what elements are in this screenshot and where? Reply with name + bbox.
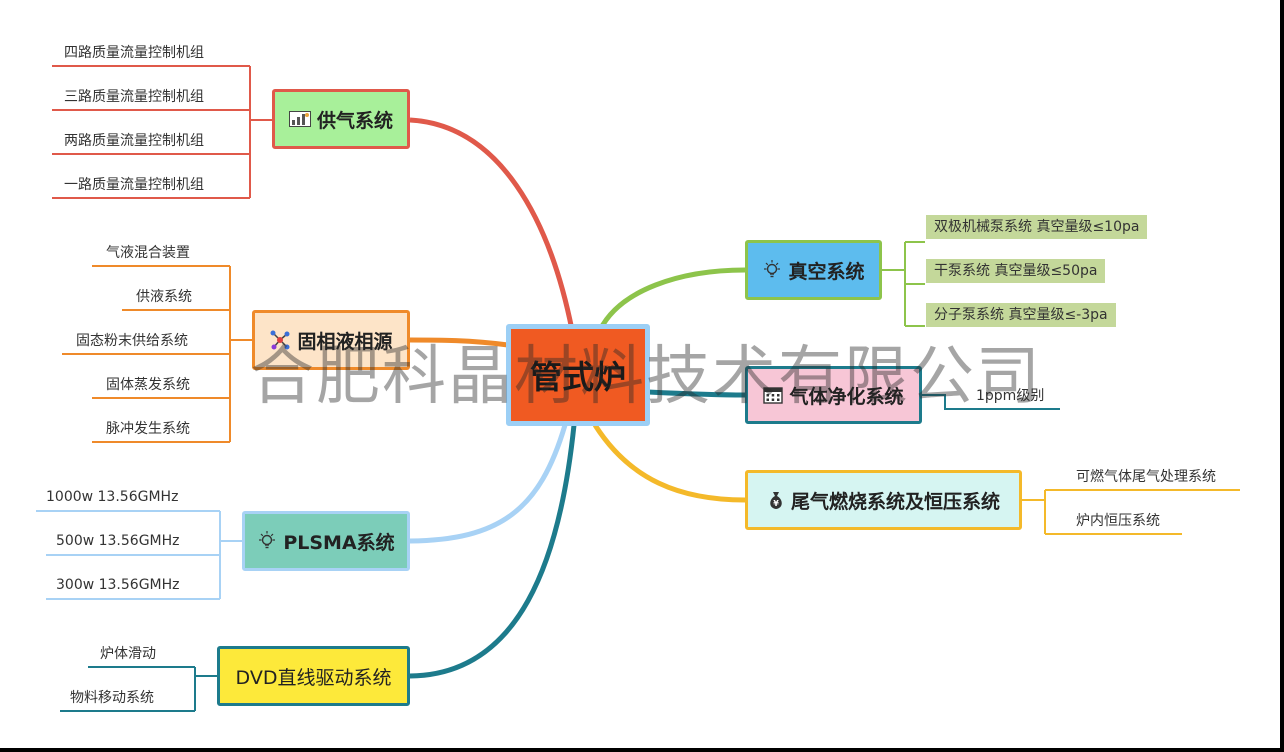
molecule-icon: [269, 330, 291, 350]
node-drive[interactable]: DVD直线驱动系统: [217, 646, 410, 706]
money-bag-icon: ¥: [767, 490, 785, 510]
leaf-plasma-1[interactable]: 1000w 13.56GMHz: [46, 489, 179, 505]
leaf-gas-supply-3[interactable]: 两路质量流量控制机组: [64, 133, 204, 149]
leaf-vacuum-2[interactable]: 干泵系统 真空量级≤50pa: [926, 259, 1106, 283]
node-plasma[interactable]: PLSMA系统: [242, 511, 410, 571]
leaf-solid-liquid-3[interactable]: 固态粉末供给系统: [76, 333, 188, 349]
node-drive-label: DVD直线驱动系统: [235, 666, 392, 689]
leaf-plasma-2[interactable]: 500w 13.56GMHz: [56, 533, 180, 549]
leaf-solid-liquid-2[interactable]: 供液系统: [136, 289, 192, 305]
svg-text:¥: ¥: [773, 499, 779, 508]
node-plasma-label: PLSMA系统: [283, 531, 395, 554]
node-vacuum-label: 真空系统: [788, 260, 865, 283]
center-node-label: 管式炉: [529, 358, 626, 396]
leaf-solid-liquid-1[interactable]: 气液混合装置: [106, 245, 190, 261]
lightbulb-icon: [762, 259, 782, 281]
node-gas-supply-label: 供气系统: [316, 109, 393, 132]
connector-gas-supply: [409, 117, 575, 331]
leaf-vacuum-1[interactable]: 双极机械泵系统 真空量级≤10pa: [926, 215, 1148, 239]
node-exhaust-label: 尾气燃烧系统及恒压系统: [790, 490, 1000, 513]
node-solid-liquid-label: 固相液相源: [297, 330, 393, 353]
connector-drive: [409, 424, 577, 679]
node-exhaust[interactable]: ¥ 尾气燃烧系统及恒压系统: [745, 470, 1022, 530]
node-purify[interactable]: 气体净化系统: [745, 366, 922, 424]
leaf-plasma-3[interactable]: 300w 13.56GMHz: [56, 577, 180, 593]
center-node[interactable]: 管式炉: [506, 324, 650, 426]
connector-plasma: [409, 424, 568, 544]
right-edge-bar: [1280, 0, 1284, 752]
node-gas-supply[interactable]: 供气系统: [272, 89, 410, 149]
leaf-gas-supply-1[interactable]: 四路质量流量控制机组: [64, 45, 204, 61]
calendar-icon: [763, 386, 784, 404]
chart-icon: [288, 111, 311, 127]
leaf-solid-liquid-5[interactable]: 脉冲发生系统: [106, 421, 190, 437]
bottom-edge-bar: [0, 748, 1284, 752]
leaf-drive-2[interactable]: 物料移动系统: [70, 690, 154, 706]
leaf-exhaust-2[interactable]: 炉内恒压系统: [1076, 513, 1160, 529]
leaf-vacuum-3[interactable]: 分子泵系统 真空量级≤-3pa: [926, 303, 1116, 327]
node-purify-label: 气体净化系统: [789, 385, 904, 408]
lightbulb-icon: [257, 530, 277, 552]
leaf-purify-1[interactable]: 1ppm级别: [976, 388, 1045, 404]
leaf-drive-1[interactable]: 炉体滑动: [100, 646, 156, 662]
leaf-exhaust-1[interactable]: 可燃气体尾气处理系统: [1076, 469, 1216, 485]
connector-vacuum: [597, 267, 746, 332]
node-vacuum[interactable]: 真空系统: [745, 240, 882, 300]
leaf-solid-liquid-4[interactable]: 固体蒸发系统: [106, 377, 190, 393]
node-solid-liquid[interactable]: 固相液相源: [252, 310, 410, 370]
leaf-gas-supply-2[interactable]: 三路质量流量控制机组: [64, 89, 204, 105]
connector-exhaust: [592, 423, 746, 503]
connector-purify: [647, 389, 746, 398]
leaf-gas-supply-4[interactable]: 一路质量流量控制机组: [64, 177, 204, 193]
connector-solid-liquid: [409, 337, 509, 348]
